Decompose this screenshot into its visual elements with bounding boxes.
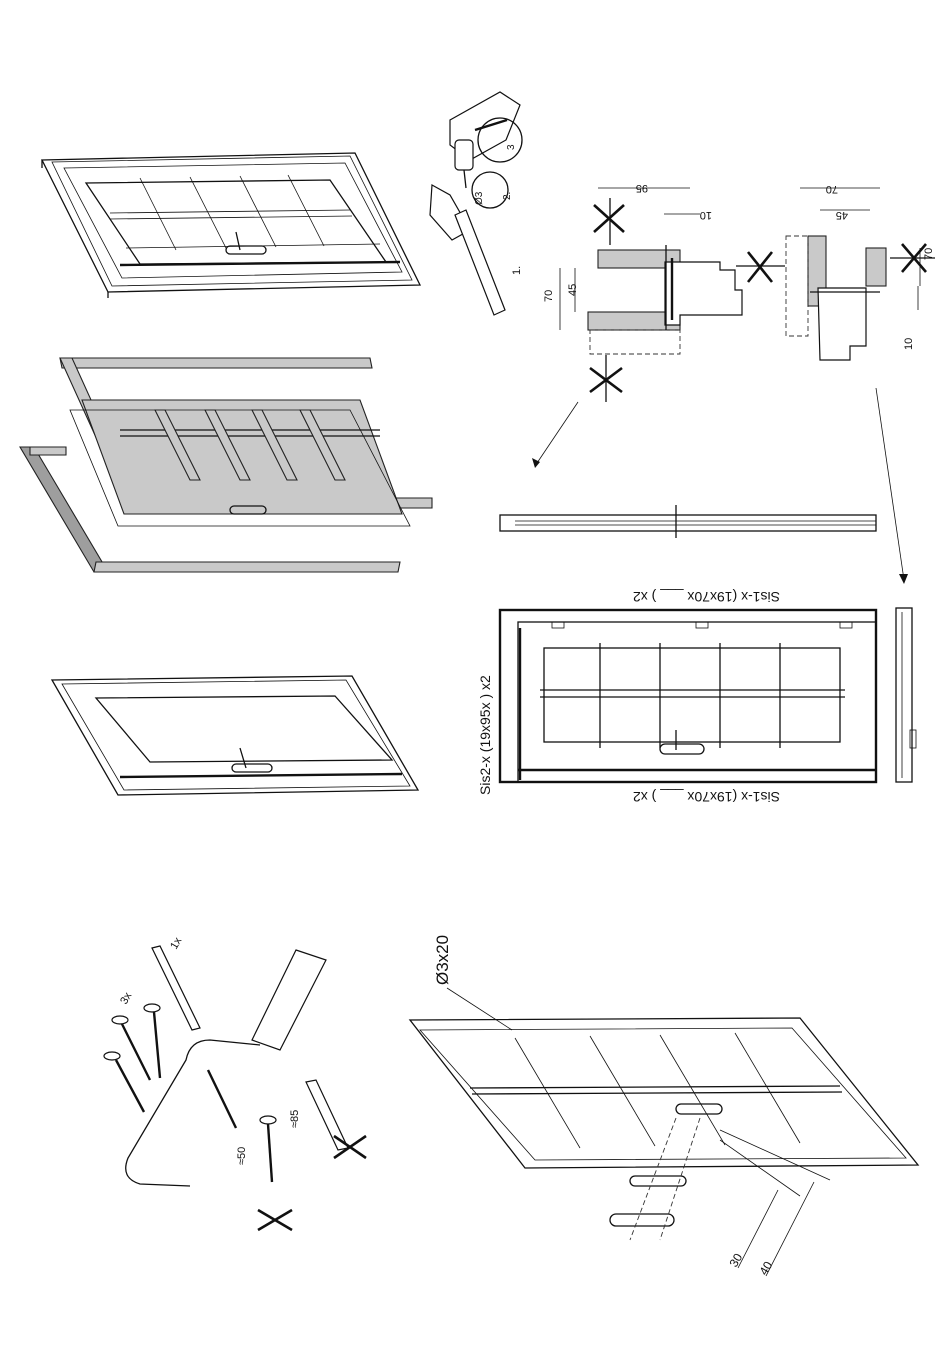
- not-used-cross-icon: [258, 1210, 292, 1230]
- drill-step-2-label: 2.: [502, 192, 513, 200]
- frame-front-view: [500, 610, 876, 782]
- hand-saw-illustration: [430, 185, 505, 315]
- dim-95: 95: [636, 182, 648, 194]
- frame-bottom-rail-label: Sis1-x (19x70x ___ ) x2: [633, 789, 780, 805]
- no-screw-cross-icon: [736, 252, 785, 282]
- frame-top-rail-label: Sis1-x (19x70x ___ ) x2: [633, 589, 780, 605]
- reference-arrows: [532, 388, 908, 584]
- carriage-bolt: [260, 1116, 276, 1182]
- frame-side-view: [500, 505, 876, 538]
- carriage-bolt: [144, 1004, 160, 1078]
- dowel-length-label: ≈85: [289, 1110, 301, 1128]
- assembled-gate-iso-view: [42, 153, 420, 298]
- dim-70-left: 70: [543, 290, 555, 302]
- drill-step-3-label: 3: [506, 144, 517, 150]
- profile-section-detail-left: [560, 188, 742, 354]
- carriage-bolt: [104, 1052, 144, 1112]
- dim-40: 40: [756, 1259, 775, 1278]
- dim-10-left: 10: [700, 209, 712, 221]
- dim-30: 30: [726, 1251, 745, 1270]
- dowel-quantity-label: 1x: [168, 935, 184, 951]
- carriage-bolt: [112, 1016, 150, 1080]
- step-number-marker: 1.: [511, 266, 523, 275]
- dim-45-right: 45: [836, 209, 848, 221]
- handle-mounting-iso-view: [410, 988, 918, 1276]
- dim-70-right-top: 70: [826, 183, 838, 195]
- profile-section-detail-right: [786, 188, 920, 360]
- dim-45-left: 45: [567, 284, 579, 296]
- hardware-kit-illustration: [104, 946, 348, 1186]
- gate-panel-iso-view: [52, 676, 418, 795]
- dim-10-right: 10: [903, 338, 915, 350]
- exploded-frame-iso-view: [20, 358, 432, 572]
- screw-spec-label: Ø3x20: [433, 935, 452, 985]
- drill-bit-diameter-label: Ø3: [474, 191, 485, 205]
- no-screw-cross-icon: [590, 355, 622, 402]
- frame-edge-view: [896, 608, 916, 782]
- frame-stile-label: Sis2-x (19x95x ) x2: [477, 675, 493, 795]
- bolt-quantity-label: 3x: [118, 990, 134, 1006]
- no-screw-cross-icon: [594, 198, 624, 245]
- bolt-length-label: ≈50: [236, 1147, 248, 1165]
